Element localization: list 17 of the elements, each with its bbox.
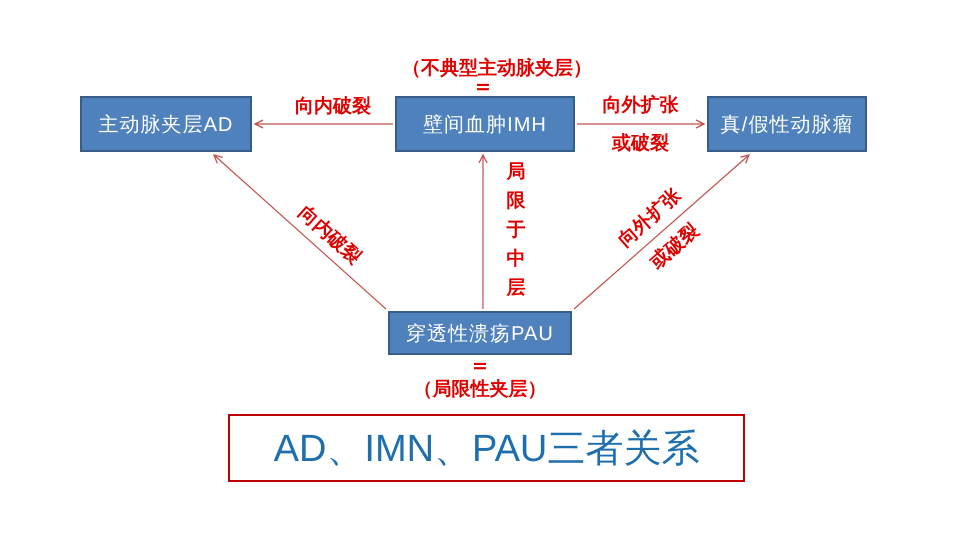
arrow (574, 154, 750, 310)
arrow (254, 119, 393, 129)
process-box: 穿透性溃疡PAU (388, 311, 572, 355)
process-box: 真/假性动脉瘤 (707, 96, 867, 152)
edge-label: 局限于中层 (505, 160, 526, 300)
annotation-text: = (472, 355, 488, 377)
process-box: 壁间血肿IMH (395, 96, 575, 152)
title-box: AD、IMN、PAU三者关系 (228, 414, 745, 482)
process-box: 主动脉夹层AD (80, 96, 252, 152)
arrow (478, 154, 488, 309)
arrow (213, 154, 386, 310)
edge-label: 向内破裂 (295, 94, 371, 118)
edge-label: 向外扩张或破裂 (602, 93, 680, 156)
arrow (577, 119, 705, 129)
edge-label: 向内破裂 (294, 200, 366, 270)
annotation-text: （局限性夹层） (414, 377, 546, 402)
edge-label: 向外扩张或破裂 (612, 183, 704, 276)
